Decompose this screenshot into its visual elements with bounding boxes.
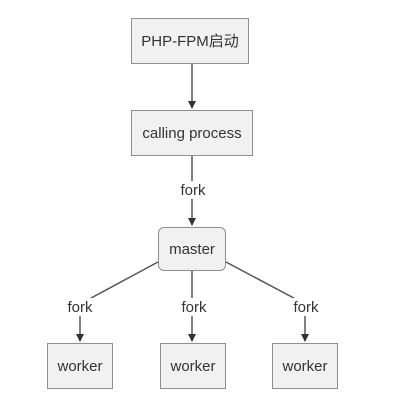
worker-node-1: worker bbox=[47, 343, 113, 389]
calling-process-label: calling process bbox=[142, 124, 242, 142]
fork-label-master-to-worker-1: fork bbox=[61, 298, 99, 316]
fork-text-master-to-worker-1: fork bbox=[67, 298, 93, 316]
fork-text-master-to-worker-2: fork bbox=[181, 298, 207, 316]
worker-label-2: worker bbox=[170, 357, 216, 375]
php-fpm-start-label: PHP-FPM启动 bbox=[141, 32, 239, 50]
fork-label-master-to-worker-3: fork bbox=[287, 298, 325, 316]
worker-label-1: worker bbox=[57, 357, 103, 375]
worker-node-3: worker bbox=[272, 343, 338, 389]
master-label: master bbox=[169, 240, 215, 258]
php-fpm-start-node: PHP-FPM启动 bbox=[131, 18, 249, 64]
calling-process-node: calling process bbox=[131, 110, 253, 156]
worker-node-2: worker bbox=[160, 343, 226, 389]
fork-label-master-to-worker-2: fork bbox=[175, 298, 213, 316]
fork-label-calling-to-master: fork bbox=[174, 181, 212, 199]
edge-master-to-worker-1-diagonal bbox=[79, 261, 159, 305]
worker-label-3: worker bbox=[282, 357, 328, 375]
fork-text-calling-to-master: fork bbox=[180, 181, 206, 199]
master-node: master bbox=[158, 227, 226, 271]
edge-master-to-worker-3-diagonal bbox=[225, 261, 306, 305]
fork-text-master-to-worker-3: fork bbox=[293, 298, 319, 316]
